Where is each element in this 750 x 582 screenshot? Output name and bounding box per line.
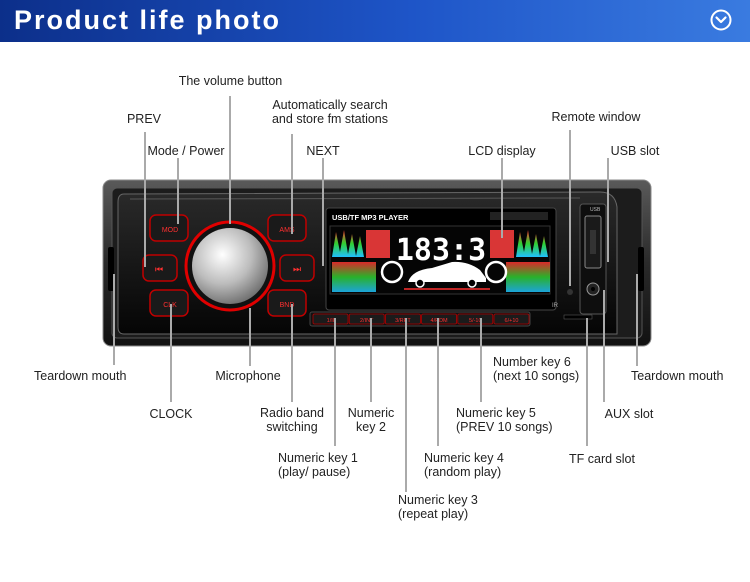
numeric-key-bar: 1/II 2/INT 3/RPT 4/RDM 5/-10 6/+10 [312,313,530,325]
header-bar: Product life photo [0,0,750,42]
label-ams: Automatically search and store fm statio… [258,98,402,126]
label-key1: Numeric key 1 (play/ pause) [278,451,358,479]
label-aux-slot: AUX slot [604,407,654,421]
numeric-key-label-1: 1/II [327,318,335,324]
tf-card-slot[interactable] [563,314,593,320]
label-remote-window: Remote window [551,110,641,124]
lcd-car-icon [408,261,486,282]
label-key4-line2: (random play) [424,465,502,479]
numeric-key-3[interactable] [384,313,421,325]
chevron-down-circle-icon[interactable] [710,9,732,31]
product-diagram: MOD ⏮ CLK AMS ⏭ BND USB/TF MP3 PLAYER [0,42,750,582]
label-band-line1: Radio band [260,406,324,420]
mode-key-label[interactable]: MOD [162,227,178,234]
label-key4: Numeric key 4 (random play) [424,451,504,479]
numeric-key-6[interactable] [493,313,530,325]
label-key2-line2: key 2 [356,420,386,434]
label-next: NEXT [306,144,340,158]
ams-key-label[interactable]: AMS [279,227,295,234]
lcd-title: USB/TF MP3 PLAYER [332,213,409,222]
label-band: Radio band switching [250,406,334,434]
label-key3-line1: Numeric key 3 [398,493,478,507]
numeric-key-1[interactable] [312,313,349,325]
label-key1-line1: Numeric key 1 [278,451,358,465]
lcd-equalizer-left [332,230,404,292]
label-band-line2: switching [266,420,318,434]
label-teardown-left: Teardown mouth [34,369,127,383]
label-key5: Numeric key 5 (PREV 10 songs) [456,406,553,434]
numeric-key-label-4: 4/RDM [431,318,449,324]
label-mode-power: Mode / Power [147,144,225,158]
page-title: Product life photo [14,5,281,35]
remote-window [567,289,573,295]
numeric-key-label-6: 6/+10 [505,318,519,324]
label-volume-button: The volume button [178,74,283,88]
numeric-key-2[interactable] [348,313,385,325]
numeric-key-label-3: 3/RPT [395,318,411,324]
teardown-mouth-right [638,247,644,291]
label-key3: Numeric key 3 (repeat play) [398,493,478,521]
label-lcd-display: LCD display [468,144,536,158]
next-key-icon[interactable]: ⏭ [293,264,301,274]
label-key6-line1: Number key 6 [493,355,571,369]
label-tf-card-slot: TF card slot [569,452,635,466]
teardown-mouth-left [108,247,114,291]
numeric-key-label-5: 5/-10 [469,318,482,324]
label-key4-line1: Numeric key 4 [424,451,504,465]
label-key6: Number key 6 (next 10 songs) [493,355,579,383]
lcd-digits: 183:3 [396,233,486,268]
label-microphone: Microphone [215,369,281,383]
svg-text:IR: IR [552,303,559,309]
label-key2: Numeric key 2 [340,406,402,434]
label-key2-line1: Numeric [347,406,395,420]
label-key5-line1: Numeric key 5 [456,406,536,420]
label-ams-line1: Automatically search [272,98,388,112]
label-clock: CLOCK [149,407,193,421]
label-teardown-right: Teardown mouth [631,369,724,383]
usb-port-label: USB [590,207,601,213]
label-key3-line2: (repeat play) [398,507,469,521]
label-key5-line2: (PREV 10 songs) [456,420,553,434]
numeric-key-5[interactable] [457,313,494,325]
band-key-label[interactable]: BND [280,302,295,309]
label-ams-line2: and store fm stations [271,112,389,126]
label-prev: PREV [126,112,162,126]
label-key1-line2: (play/ pause) [278,465,351,479]
leader-lines [113,96,638,492]
label-usb-slot: USB slot [610,144,660,158]
label-key6-line2: (next 10 songs) [493,369,580,383]
numeric-key-label-2: 2/INT [360,318,374,324]
volume-knob[interactable] [192,228,268,304]
prev-key-icon[interactable]: ⏮ [155,264,163,274]
numeric-key-4[interactable] [421,313,458,325]
lcd-equalizer-right [484,230,550,292]
